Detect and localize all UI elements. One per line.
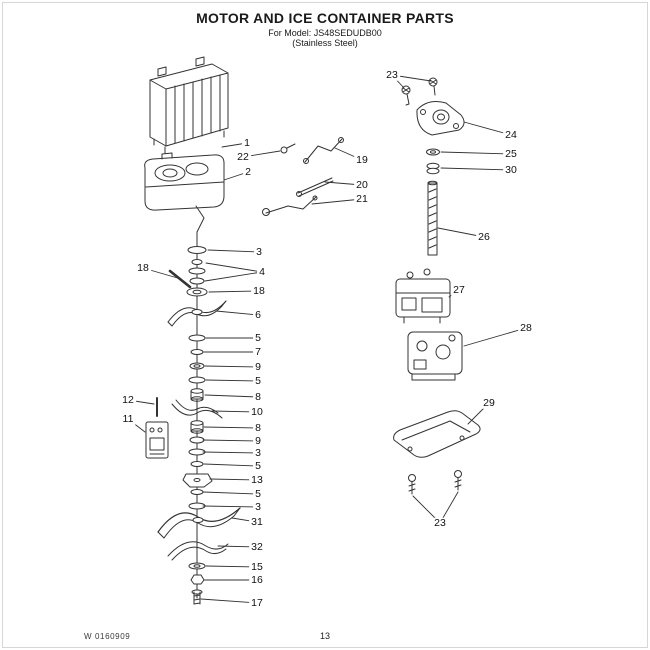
bracket-drawings <box>262 137 344 216</box>
page-title: MOTOR AND ICE CONTAINER PARTS <box>196 10 454 26</box>
leader-line <box>334 147 363 161</box>
drive-shaft-drawing <box>157 205 241 605</box>
leader-line <box>203 463 259 467</box>
leader-line <box>127 418 146 433</box>
leader-line <box>467 402 490 425</box>
motor-drawing <box>395 268 451 324</box>
leader-line <box>437 227 485 238</box>
doc-number: W 0160909 <box>84 632 131 641</box>
leader-line <box>205 379 259 382</box>
leader-line <box>440 167 512 171</box>
leader-line <box>231 517 258 523</box>
finish-line: (Stainless Steel) <box>292 38 358 48</box>
clip-drawing <box>280 143 296 154</box>
switch-drawing <box>145 397 169 459</box>
leader-line <box>203 426 259 429</box>
leader-line <box>221 142 248 148</box>
mount-plate-drawing <box>416 101 465 136</box>
leader-line <box>204 271 263 282</box>
leader-line <box>209 478 258 481</box>
leader-line <box>202 505 259 508</box>
model-line: For Model: JS48SEDUDB00 <box>268 28 382 38</box>
leader-line <box>439 491 459 524</box>
screw-drawing-top <box>401 77 438 106</box>
leader-line <box>242 150 281 158</box>
leader-line <box>311 198 363 205</box>
leader-line <box>440 151 512 155</box>
leader-line <box>463 121 512 136</box>
ice-bucket-drawing <box>144 152 225 211</box>
shaft-rod-drawing <box>427 180 438 256</box>
ice-container-drawing <box>149 56 229 154</box>
leader-line <box>204 365 259 368</box>
lid-drawing <box>393 410 481 458</box>
leader-line <box>207 249 260 253</box>
leader-line <box>391 74 432 82</box>
leader-line <box>202 491 259 495</box>
leader-line <box>211 410 258 413</box>
leader-line <box>324 181 363 186</box>
gear-motor-drawing <box>407 331 463 381</box>
leader-line <box>412 495 441 524</box>
leader-line <box>205 565 258 568</box>
screw-drawing-bottom <box>408 470 462 495</box>
leader-line <box>202 439 259 442</box>
leader-line <box>127 399 155 405</box>
leader-line <box>463 327 527 347</box>
leader-line <box>223 171 249 181</box>
leader-line <box>142 267 182 280</box>
page-number: 13 <box>319 631 330 641</box>
page-header: MOTOR AND ICE CONTAINER PARTS For Model:… <box>0 10 650 48</box>
leader-line <box>204 394 259 398</box>
leader-line <box>215 310 259 316</box>
leader-line <box>200 598 258 604</box>
leader-line <box>205 262 263 273</box>
leader-lines <box>127 74 527 604</box>
leader-line <box>202 451 259 454</box>
washer-drawings <box>426 148 440 175</box>
leader-line <box>208 290 260 293</box>
